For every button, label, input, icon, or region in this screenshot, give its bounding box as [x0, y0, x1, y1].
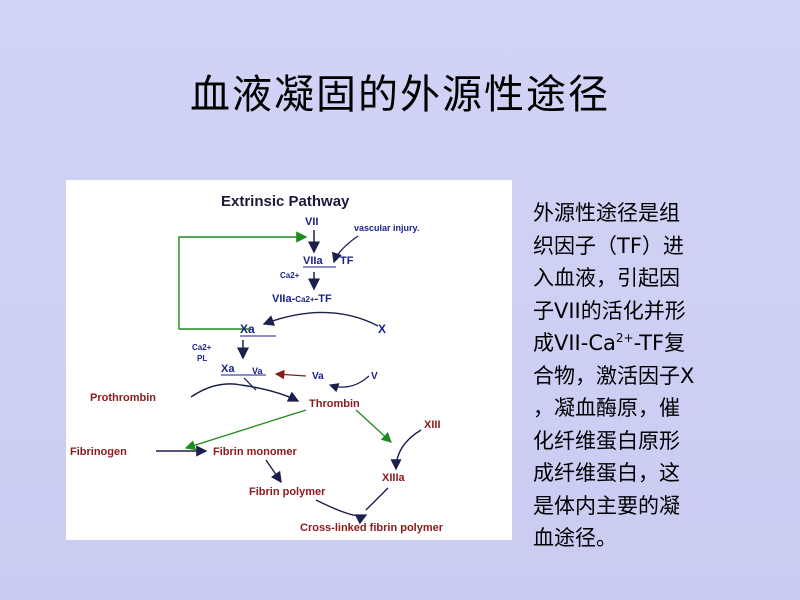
pathway-svg: Extrinsic Pathway VII vascular injury. V…	[70, 193, 444, 534]
line5-sup: 2+	[615, 331, 634, 345]
complex-part3: -TF	[315, 293, 332, 305]
node-xiiia: XIIIa	[382, 472, 406, 484]
arrow-thrombin-to-xiii-conversion	[355, 409, 392, 443]
node-thrombin: Thrombin	[309, 398, 360, 410]
feedback-arrow-xa-to-vii	[178, 231, 308, 330]
arrow-v-to-va	[328, 375, 370, 393]
node-xa-va-xa: Xa	[221, 363, 235, 375]
arrow-xiii-to-xiiia	[390, 429, 422, 471]
node-ca2-pl-2: PL	[197, 354, 207, 363]
arrow-x-to-xa	[262, 311, 379, 327]
node-fibrin-polymer: Fibrin polymer	[249, 486, 326, 498]
node-vascular-injury: vascular injury.	[354, 223, 419, 233]
xiiia-catalysis-line	[365, 487, 389, 511]
node-crosslinked-fibrin: Cross-linked fibrin polymer	[300, 522, 444, 534]
arrow-monomer-to-polymer	[265, 459, 282, 484]
arrow-thrombin-to-fibrinogen-conversion	[184, 409, 307, 451]
description-line: 合物，激活因子X	[533, 363, 695, 388]
node-ca2-pl-1: Ca2+	[192, 343, 212, 352]
node-vii: VII	[305, 216, 318, 228]
description-line: 成纤维蛋白，这	[533, 461, 680, 485]
node-va: Va	[312, 371, 324, 382]
node-xa: Xa	[240, 322, 255, 336]
node-viia: VIIa	[303, 255, 323, 267]
description-line: 子VII的活化并形	[533, 298, 686, 323]
catalyst-tick	[243, 377, 257, 391]
description-line: ，凝血酶原，催	[533, 396, 680, 420]
node-fibrin-monomer: Fibrin monomer	[213, 446, 297, 458]
description-line: 是体内主要的凝	[533, 493, 680, 518]
complex-part2: Ca2+	[295, 295, 315, 304]
description-text: 外源性途径是组 织因子（TF）进 入血液，引起因 子VII的活化并形 成VII-…	[533, 197, 763, 555]
arrow-injury-to-tf	[331, 235, 359, 264]
node-fibrinogen: Fibrinogen	[70, 446, 127, 458]
line5-post: -TF复	[633, 331, 686, 355]
arrow-prothrombin-to-thrombin	[190, 383, 300, 402]
node-ca2-first: Ca2+	[280, 271, 300, 280]
node-xiii: XIII	[424, 419, 441, 431]
complex-part1: VIIa-	[272, 293, 296, 305]
arrow-va-to-xava	[274, 369, 307, 380]
node-v: V	[371, 371, 378, 382]
arrow-polymer-to-crosslinked	[315, 499, 368, 525]
node-prothrombin: Prothrombin	[90, 392, 156, 404]
description-line: 血途径。	[533, 526, 617, 550]
node-xa-va-va: Va	[252, 366, 264, 376]
description-line-complex: 成VII-Ca2+-TF复	[533, 327, 763, 360]
description-line: 织因子（TF）进	[533, 233, 684, 258]
description-line: 化纤维蛋白原形	[533, 428, 680, 453]
description-line: 外源性途径是组	[533, 201, 680, 225]
diagram-title: Extrinsic Pathway	[221, 193, 350, 210]
node-tf: TF	[340, 255, 354, 267]
extrinsic-pathway-diagram: Extrinsic Pathway VII vascular injury. V…	[66, 180, 512, 540]
line5-pre: 成VII-Ca	[533, 331, 616, 355]
node-x: X	[378, 322, 386, 336]
slide-title: 血液凝固的外源性途径	[190, 72, 610, 118]
node-complex: VIIa-Ca2+-TF	[272, 293, 332, 305]
description-line: 入血液，引起因	[533, 266, 680, 290]
